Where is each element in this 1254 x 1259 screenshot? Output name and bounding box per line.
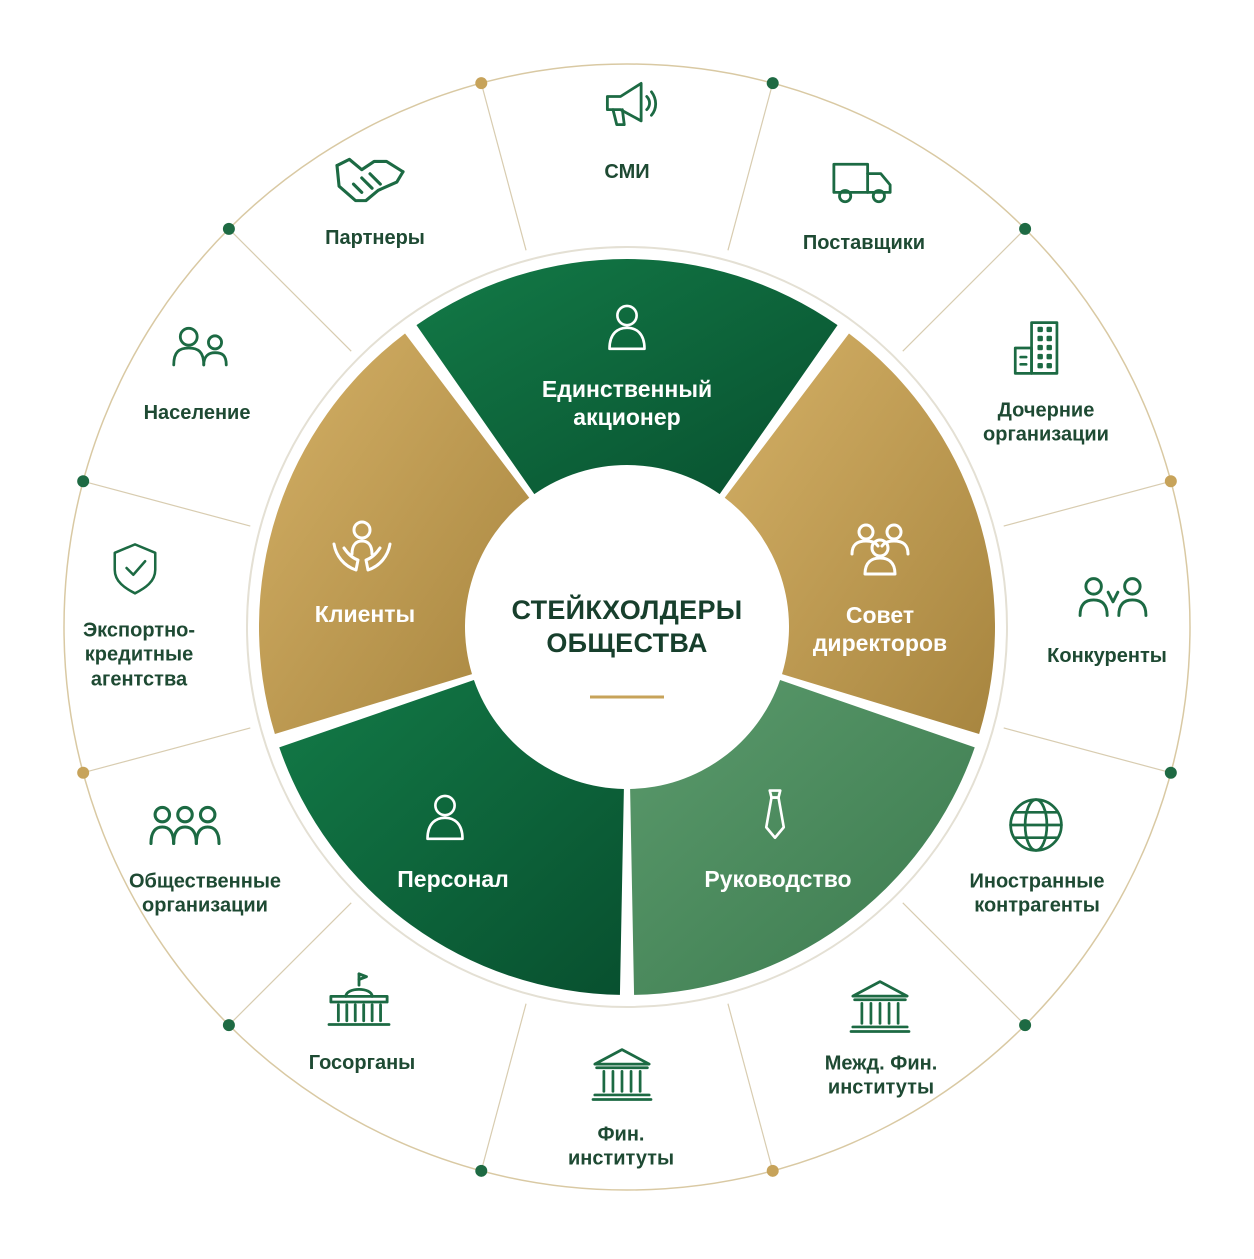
center-circle bbox=[467, 467, 787, 787]
label-line: Конкуренты bbox=[1047, 644, 1167, 667]
ring-dot bbox=[766, 77, 779, 90]
outer-label-intl-fin: Межд. Фин. институты bbox=[825, 1052, 938, 1101]
megaphone-icon bbox=[605, 81, 658, 127]
label-line: институты bbox=[567, 1148, 675, 1170]
person-icon bbox=[426, 794, 464, 841]
inner-label-board: Совет директоров bbox=[813, 601, 947, 657]
inner-label-clients: Клиенты bbox=[315, 600, 415, 628]
outer-divider bbox=[480, 83, 527, 251]
truck-icon bbox=[832, 162, 892, 204]
outer-label-population: Население bbox=[144, 401, 251, 425]
center-title: СТЕЙКХОЛДЕРЫ ОБЩЕСТВА bbox=[511, 594, 742, 660]
outer-divider bbox=[902, 902, 1026, 1026]
outer-divider bbox=[727, 83, 774, 251]
label-line: Руководство bbox=[704, 865, 852, 892]
outer-label-suppliers: Поставщики bbox=[803, 231, 925, 255]
bank-icon bbox=[849, 980, 911, 1033]
outer-label-foreign: Иностранные контрагенты bbox=[969, 870, 1104, 919]
outer-label-subsidiaries: Дочерние организации bbox=[983, 399, 1109, 448]
ring-dot bbox=[1164, 766, 1177, 779]
outer-divider bbox=[1003, 727, 1171, 774]
outer-divider bbox=[480, 1003, 527, 1171]
label-line: Госорганы bbox=[308, 1051, 416, 1074]
government-icon bbox=[327, 972, 391, 1026]
label-line: организации bbox=[983, 424, 1109, 446]
versus-icon bbox=[1078, 577, 1148, 617]
ring-dot bbox=[77, 766, 90, 779]
outer-label-fin: Фин. институты bbox=[568, 1123, 674, 1172]
people-icon bbox=[172, 326, 228, 367]
shield-check-icon bbox=[113, 543, 157, 595]
outer-label-eca: Экспортно- кредитные агентства bbox=[83, 618, 195, 691]
tie-icon bbox=[764, 789, 786, 840]
inner-label-staff: Персонал bbox=[397, 865, 509, 893]
label-line: Межд. Фин. bbox=[824, 1052, 938, 1075]
handshake-icon bbox=[335, 157, 405, 203]
label-line: агентства bbox=[90, 668, 188, 691]
label-line: акционер bbox=[573, 404, 681, 430]
label-line: Единственный bbox=[541, 375, 713, 402]
crowd-icon bbox=[149, 805, 221, 846]
ring-dot bbox=[1019, 222, 1032, 235]
outer-divider bbox=[228, 228, 352, 352]
ring-dot bbox=[475, 1164, 488, 1177]
label-line: Фин. bbox=[597, 1123, 645, 1146]
outer-label-competitors: Конкуренты bbox=[1047, 644, 1167, 668]
segment-shareholder bbox=[416, 259, 838, 495]
label-line: Совет bbox=[845, 601, 915, 628]
outer-divider bbox=[727, 1003, 774, 1171]
label-line: Персонал bbox=[397, 865, 509, 892]
label-line: Партнеры bbox=[325, 226, 425, 249]
outer-divider bbox=[902, 228, 1026, 352]
outer-label-partners: Партнеры bbox=[325, 226, 425, 250]
label-line: СМИ bbox=[604, 160, 650, 183]
outer-divider bbox=[83, 480, 251, 527]
center-title-line: ОБЩЕСТВА bbox=[546, 628, 708, 658]
outer-divider bbox=[228, 902, 352, 1026]
ring-dot bbox=[766, 1164, 779, 1177]
ring-dot bbox=[222, 1019, 235, 1032]
outer-label-public-org: Общественные организации bbox=[129, 870, 281, 919]
inner-label-management: Руководство bbox=[704, 865, 851, 893]
ring-dot bbox=[475, 77, 488, 90]
outer-divider bbox=[1003, 480, 1171, 527]
label-line: Дочерние bbox=[997, 399, 1095, 422]
segment-clients bbox=[259, 333, 530, 734]
ring-dot bbox=[222, 222, 235, 235]
globe-icon bbox=[1009, 798, 1063, 852]
outer-label-gov: Госорганы bbox=[309, 1051, 415, 1075]
care-hands-icon bbox=[332, 520, 392, 572]
inner-label-shareholder: Единственный акционер bbox=[542, 375, 712, 431]
person-icon bbox=[608, 304, 646, 351]
label-line: организации bbox=[142, 895, 268, 917]
label-line: институты bbox=[827, 1077, 935, 1099]
label-line: Общественные bbox=[128, 870, 282, 893]
label-line: директоров bbox=[812, 630, 948, 656]
label-line: Экспортно- bbox=[82, 619, 196, 642]
ring-dot bbox=[77, 475, 90, 488]
ring-dot bbox=[1164, 475, 1177, 488]
building-icon bbox=[1013, 321, 1059, 375]
label-line: Иностранные bbox=[969, 870, 1105, 893]
ring-dot bbox=[1019, 1019, 1032, 1032]
label-line: Население bbox=[143, 401, 251, 424]
outer-divider bbox=[83, 727, 251, 774]
label-line: контрагенты bbox=[974, 895, 1100, 917]
label-line: Клиенты bbox=[314, 600, 416, 627]
segment-management bbox=[630, 680, 975, 995]
center-title-line: СТЕЙКХОЛДЕРЫ bbox=[511, 595, 743, 626]
outer-label-media: СМИ bbox=[604, 160, 649, 184]
group-icon bbox=[850, 523, 910, 576]
label-line: кредитные bbox=[84, 643, 194, 666]
label-line: Поставщики bbox=[802, 231, 926, 254]
bank-icon bbox=[591, 1048, 653, 1101]
